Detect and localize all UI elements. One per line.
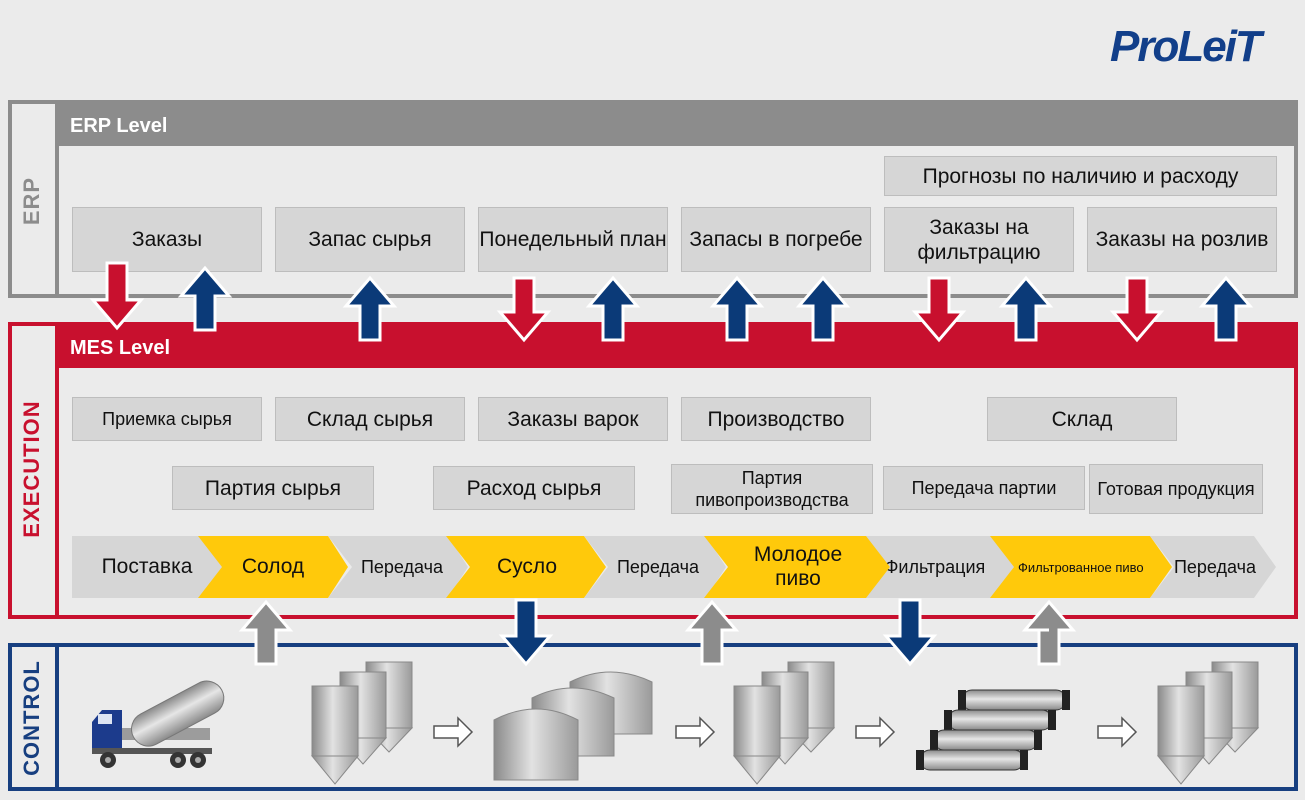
flow-step-delivery: Поставка	[72, 536, 222, 598]
arrow-up-blue-cellar-2	[795, 275, 851, 342]
erp-box-orders: Заказы	[72, 207, 262, 272]
erp-level-frame	[8, 100, 1298, 298]
mes-box-raw-batch: Партия сырья	[172, 466, 374, 510]
mes-box-raw-warehouse: Склад сырья	[275, 397, 465, 441]
erp-box-weekly-plan: Понедельный план	[478, 207, 668, 272]
logo-text: ProLeiT	[1110, 22, 1262, 71]
flow-step-filtration: Фильтрация	[866, 536, 1014, 598]
erp-box-filtration-orders: Заказы на фильтрацию	[884, 207, 1074, 272]
flow-step-malt: Солод	[198, 536, 348, 598]
arrow-up-blue-weekly-plan	[585, 275, 641, 342]
proleit-logo: ProLeiT	[1110, 22, 1262, 72]
process-arrow-icon	[433, 716, 474, 748]
process-arrow-icon	[855, 716, 896, 748]
arrow-up-blue-cellar-1	[709, 275, 765, 342]
storage-tanks-icon	[493, 671, 653, 781]
flow-step-wort: Сусло	[446, 536, 606, 598]
arrow-up-blue-bottling	[1198, 275, 1254, 342]
control-level-frame	[8, 643, 1298, 791]
flow-step-filtered-beer: Фильтрованное пиво	[990, 536, 1172, 598]
mes-box-raw-intake: Приемка сырья	[72, 397, 262, 441]
arrow-up-blue-orders	[177, 265, 233, 332]
arrow-up-grey-green-beer	[684, 599, 740, 666]
mes-box-raw-consumption: Расход сырья	[433, 466, 635, 510]
arrow-down-red-orders	[89, 261, 145, 331]
arrow-down-red-filtration	[911, 276, 967, 343]
flow-step-green-beer: Молодое пиво	[704, 536, 890, 598]
mes-side-panel: EXECUTION	[12, 326, 59, 615]
process-arrow-icon	[1097, 716, 1138, 748]
arrow-down-red-bottling	[1109, 276, 1165, 343]
arrow-up-grey-filtered-beer	[1021, 599, 1077, 666]
mes-box-brewing-batch: Партия пивопроизводства	[671, 464, 873, 514]
arrow-up-blue-raw-stock	[342, 275, 398, 342]
process-arrow-icon	[675, 716, 716, 748]
erp-side-panel: ERP	[12, 104, 59, 294]
erp-forecast-box: Прогнозы по наличию и расходу	[884, 156, 1277, 196]
tanker-truck-icon	[92, 680, 225, 768]
mes-box-production: Производство	[681, 397, 871, 441]
erp-level-header: ERP Level	[59, 104, 1294, 146]
erp-box-cellar-stock: Запасы в погребе	[681, 207, 871, 272]
arrow-down-blue-filtration	[882, 598, 938, 667]
mes-level-header: MES Level	[59, 326, 1294, 368]
erp-box-bottling-orders: Заказы на розлив	[1087, 207, 1277, 272]
mes-box-brew-orders: Заказы варок	[478, 397, 668, 441]
arrow-down-red-weekly-plan	[496, 276, 552, 343]
mes-box-warehouse: Склад	[987, 397, 1177, 441]
erp-box-raw-stock: Запас сырья	[275, 207, 465, 272]
arrow-up-blue-filtration	[998, 275, 1054, 342]
mes-level-frame	[8, 322, 1298, 619]
arrow-up-grey-malt	[238, 599, 294, 666]
bright-beer-tanks-icon	[1156, 661, 1260, 785]
silo-group-icon	[310, 661, 414, 785]
control-side-panel: CONTROL	[12, 647, 59, 787]
arrow-down-blue-wort	[498, 598, 554, 667]
filter-cylinders-icon	[916, 689, 1070, 771]
mes-box-finished-goods: Готовая продукция	[1089, 464, 1263, 514]
fermentation-tanks-icon	[732, 661, 836, 785]
mes-box-batch-transfer: Передача партии	[883, 466, 1085, 510]
